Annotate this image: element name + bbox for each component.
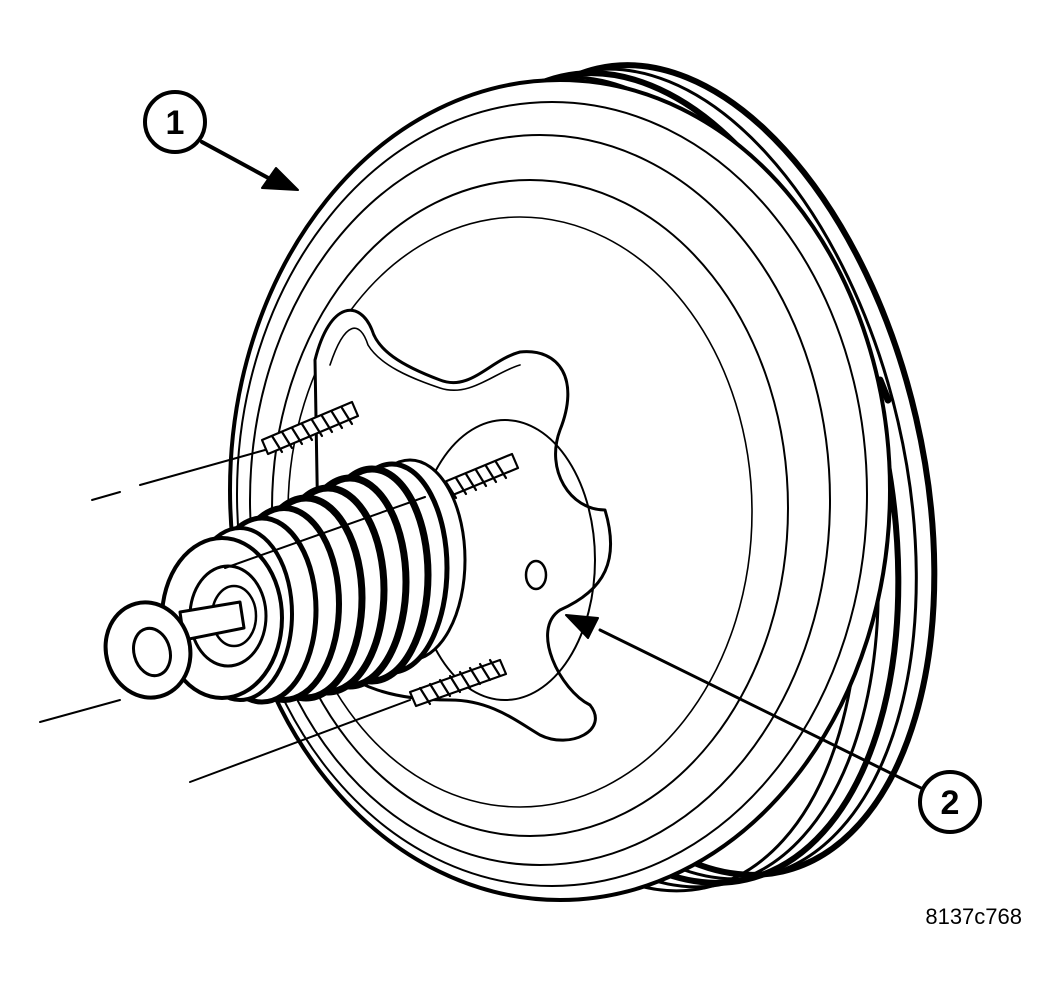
leader-line-1 [200,140,299,191]
svg-text:1: 1 [166,104,185,142]
leader-line-2 [565,614,927,792]
callout-1: 1 [143,90,207,154]
stud-alignment-lines [39,449,426,783]
callout-2: 2 [918,770,982,834]
boot-bellows-icon [160,458,467,705]
svg-text:2: 2 [941,784,960,822]
pushrod-clevis-icon [103,600,246,700]
figure-id: 8137c768 [925,904,1022,929]
